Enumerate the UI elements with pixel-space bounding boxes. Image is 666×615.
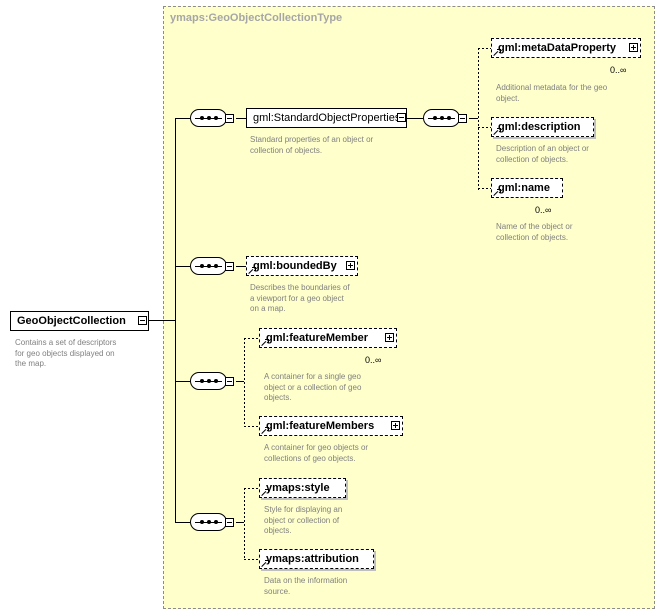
description-line: objects. bbox=[264, 526, 292, 535]
description-line: Additional metadata for the geo bbox=[496, 83, 608, 92]
feature-members-description: A container for geo objects or collectio… bbox=[264, 443, 368, 464]
element-label: gml:featureMember bbox=[266, 332, 369, 344]
element-label: ymaps:attribution bbox=[266, 553, 359, 565]
element-ymaps-style[interactable]: ymaps:style bbox=[259, 478, 346, 498]
cardinality-label: 0..∞ bbox=[365, 355, 382, 365]
reference-arrow-icon bbox=[249, 267, 256, 274]
standard-properties-description: Standard properties of an object or coll… bbox=[250, 135, 373, 156]
sequence-compositor-icon[interactable] bbox=[423, 109, 460, 127]
description-line: object or a collection of geo bbox=[264, 382, 362, 392]
expand-icon[interactable] bbox=[629, 43, 638, 52]
description-line: objects. bbox=[264, 393, 292, 402]
sequence-compositor-icon[interactable] bbox=[190, 372, 227, 390]
root-element-geo-object-collection[interactable]: GeoObjectCollection bbox=[10, 311, 149, 331]
group-label: gml:StandardObjectProperties bbox=[253, 112, 401, 124]
attribution-description: Data on the information source. bbox=[264, 576, 347, 597]
feature-member-description: A container for a single geo object or a… bbox=[264, 372, 361, 404]
element-gml-metadataproperty[interactable]: gml:metaDataProperty bbox=[491, 38, 644, 61]
element-label: gml:metaDataProperty bbox=[498, 42, 616, 54]
root-description-line: the map. bbox=[15, 359, 47, 368]
root-description: Contains a set of descriptors for geo ob… bbox=[15, 338, 116, 370]
expand-icon[interactable] bbox=[385, 333, 394, 342]
sequence-compositor-icon[interactable] bbox=[190, 109, 227, 127]
element-label: gml:name bbox=[498, 182, 550, 194]
description-line: Description of an object or bbox=[496, 144, 589, 153]
element-label: ymaps:style bbox=[266, 482, 330, 494]
description-line: collection of objects. bbox=[496, 232, 569, 242]
description-line: Name of the object or bbox=[496, 222, 573, 231]
root-description-line: Contains a set of descriptors bbox=[15, 338, 117, 347]
element-gml-featuremembers[interactable]: gml:featureMembers bbox=[259, 416, 403, 436]
reference-arrow-icon bbox=[262, 427, 269, 434]
root-element-label: GeoObjectCollection bbox=[17, 315, 126, 327]
collapse-icon[interactable] bbox=[225, 518, 234, 527]
description-line: Data on the information bbox=[264, 576, 348, 585]
expand-icon[interactable] bbox=[346, 261, 355, 270]
element-ymaps-attribution[interactable]: ymaps:attribution bbox=[259, 549, 374, 569]
expand-icon[interactable] bbox=[391, 421, 400, 430]
metadata-description: Additional metadata for the geo object. bbox=[496, 83, 607, 104]
element-gml-boundedby[interactable]: gml:boundedBy bbox=[246, 256, 358, 276]
description-line: A container for a single geo bbox=[264, 372, 361, 381]
reference-arrow-icon bbox=[262, 339, 269, 346]
description-line: object. bbox=[496, 93, 520, 103]
description-line: collections of geo objects. bbox=[264, 453, 356, 463]
element-gml-description[interactable]: gml:description bbox=[491, 117, 594, 137]
reference-arrow-icon bbox=[262, 489, 269, 496]
gml-description-description: Description of an object or collection o… bbox=[496, 144, 589, 165]
bounded-by-description: Describes the boundaries of a viewport f… bbox=[250, 283, 350, 315]
element-label: gml:description bbox=[498, 121, 581, 133]
collapse-icon[interactable] bbox=[225, 114, 234, 123]
gml-name-description: Name of the object or collection of obje… bbox=[496, 222, 572, 243]
element-gml-featuremember[interactable]: gml:featureMember bbox=[259, 328, 400, 351]
element-gml-name[interactable]: gml:name bbox=[491, 178, 566, 201]
description-line: collection of objects. bbox=[250, 145, 323, 155]
reference-arrow-icon bbox=[494, 128, 501, 135]
description-line: A container for geo objects or bbox=[264, 443, 369, 452]
description-line: a viewport for a geo object bbox=[250, 293, 344, 303]
complex-type-label: ymaps:GeoObjectCollectionType bbox=[170, 12, 343, 24]
reference-arrow-icon bbox=[494, 49, 501, 56]
collapse-icon[interactable] bbox=[138, 316, 147, 325]
collapse-icon[interactable] bbox=[225, 377, 234, 386]
reference-arrow-icon bbox=[262, 560, 269, 567]
element-label: gml:featureMembers bbox=[266, 420, 375, 432]
description-line: source. bbox=[264, 586, 291, 596]
description-line: Describes the boundaries of bbox=[250, 283, 350, 292]
root-description-line: for geo objects displayed on bbox=[15, 348, 115, 358]
cardinality-label: 0..∞ bbox=[535, 205, 552, 215]
collapse-icon[interactable] bbox=[225, 262, 234, 271]
cardinality-label: 0..∞ bbox=[610, 65, 627, 75]
description-line: Style for displaying an bbox=[264, 505, 343, 514]
reference-arrow-icon bbox=[494, 189, 501, 196]
group-standard-object-properties[interactable]: gml:StandardObjectProperties bbox=[246, 108, 407, 128]
style-description: Style for displaying an object or collec… bbox=[264, 505, 342, 537]
collapse-icon[interactable] bbox=[458, 114, 467, 123]
sequence-compositor-icon[interactable] bbox=[190, 513, 227, 531]
collapse-icon[interactable] bbox=[397, 113, 406, 122]
sequence-compositor-icon[interactable] bbox=[190, 257, 227, 275]
description-line: on a map. bbox=[250, 304, 286, 313]
element-label: gml:boundedBy bbox=[253, 260, 337, 272]
description-line: Standard properties of an object or bbox=[250, 135, 374, 144]
description-line: object or collection of bbox=[264, 515, 340, 525]
description-line: collection of objects. bbox=[496, 154, 569, 164]
